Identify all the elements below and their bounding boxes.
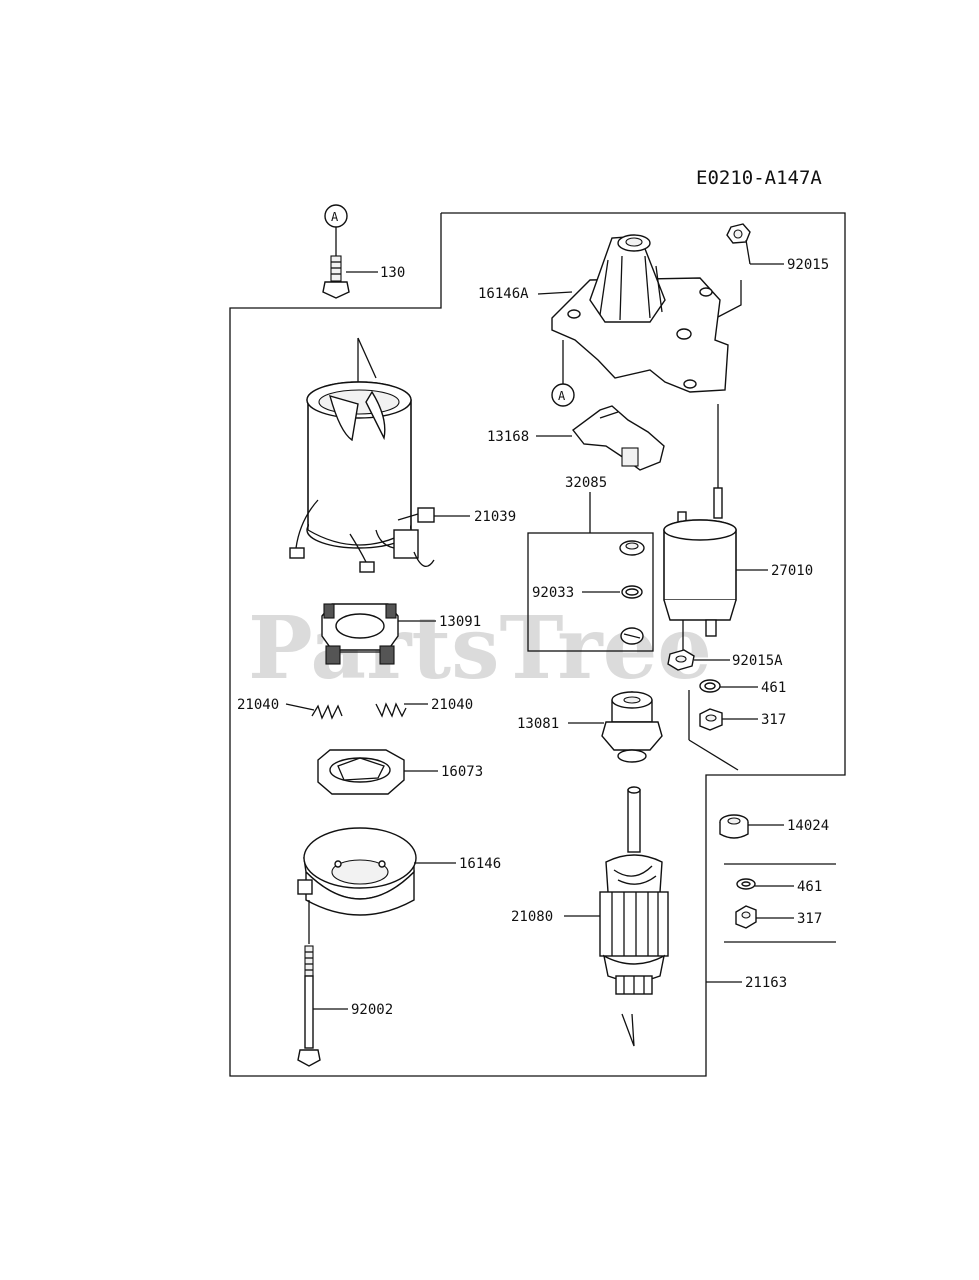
svg-text:A: A (558, 389, 566, 403)
label-21080: 21080 (511, 909, 553, 925)
label-92033: 92033 (532, 585, 574, 601)
part-32085-kit[interactable]: 32085 92033 (527, 475, 654, 652)
part-13168-lever[interactable]: 13168 (487, 405, 665, 471)
part-27010-solenoid[interactable]: 27010 (663, 404, 813, 637)
label-317-lower: 317 (797, 911, 822, 927)
label-317-upper: 317 (761, 712, 786, 728)
upper-bracket (688, 280, 742, 771)
part-317-nut-lower[interactable]: 317 (724, 905, 836, 943)
part-21080-armature[interactable]: 21080 (511, 786, 669, 1047)
label-92002: 92002 (351, 1002, 393, 1018)
reference-a-lower[interactable]: A (551, 383, 575, 407)
part-21163-leader[interactable]: 21163 (706, 975, 787, 991)
label-21039: 21039 (474, 509, 516, 525)
label-14024: 14024 (787, 818, 829, 834)
part-16146-rear-cover[interactable]: 16146 (297, 827, 501, 916)
reference-a-top[interactable]: A (324, 204, 348, 256)
svg-text:A: A (331, 210, 339, 224)
label-27010: 27010 (771, 563, 813, 579)
part-92002-through-bolt[interactable]: 92002 (297, 900, 393, 1067)
part-461-washer-lower[interactable]: 461 (736, 878, 822, 895)
label-21040-left: 21040 (237, 697, 279, 713)
part-13091-brush-holder[interactable]: 13091 (321, 603, 481, 665)
part-13081-pinion[interactable]: 13081 (517, 691, 663, 763)
part-317-nut-upper[interactable]: 317 (699, 708, 786, 731)
label-21163: 21163 (745, 975, 787, 991)
label-16146: 16146 (459, 856, 501, 872)
assembly-outline (229, 212, 846, 1077)
part-130-bolt[interactable]: 130 (322, 255, 405, 299)
part-21040-spring-left[interactable]: 21040 (237, 697, 343, 720)
label-130: 130 (380, 265, 405, 281)
part-461-washer-upper[interactable]: 461 (699, 679, 786, 696)
label-92015: 92015 (787, 257, 829, 273)
label-461-lower: 461 (797, 879, 822, 895)
part-16073-plate[interactable]: 16073 (317, 749, 483, 795)
part-14024-nut[interactable]: 14024 (719, 814, 836, 865)
diagram-code: E0210-A147A (696, 167, 822, 189)
label-13168: 13168 (487, 429, 529, 445)
label-13081: 13081 (517, 716, 559, 732)
label-461-upper: 461 (761, 680, 786, 696)
label-92015A: 92015A (732, 653, 783, 669)
part-16146A-housing[interactable]: 16146A (478, 234, 729, 393)
label-32085: 32085 (565, 475, 607, 491)
label-16146A: 16146A (478, 286, 529, 302)
label-13091: 13091 (439, 614, 481, 630)
part-92015-nut[interactable]: 92015 (726, 223, 829, 273)
part-21040-spring-right[interactable]: 21040 (375, 697, 473, 718)
label-21040-right: 21040 (431, 697, 473, 713)
label-16073: 16073 (441, 764, 483, 780)
part-92015A-nut[interactable]: 92015A (667, 620, 783, 671)
part-21039-yoke[interactable]: 21039 (289, 337, 516, 573)
